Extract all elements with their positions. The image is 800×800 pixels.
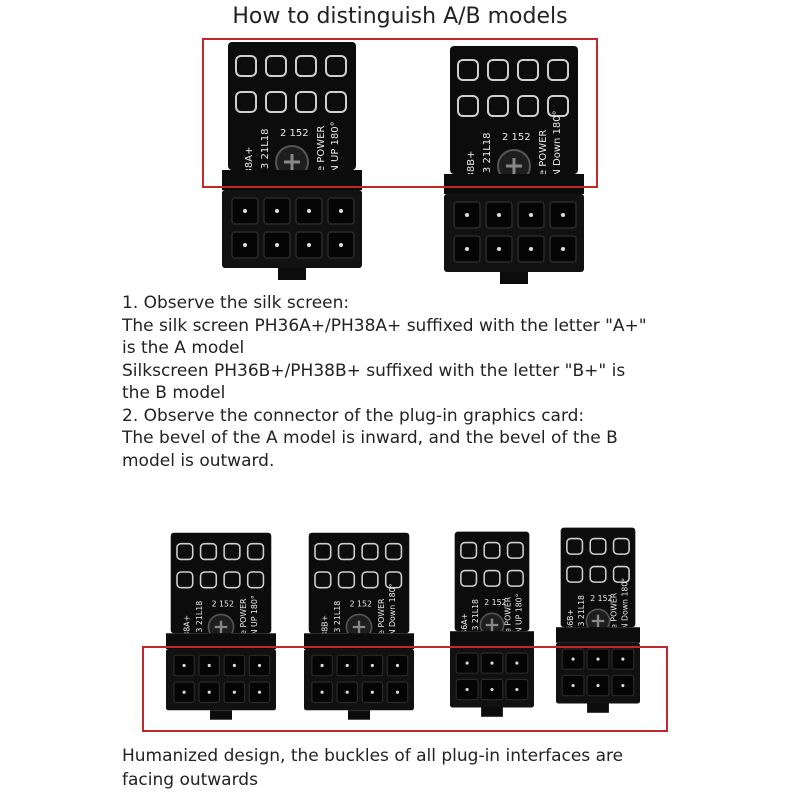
adapter-bottom-4: PH36B+ V:1.3 21L18 PCIe POWER 6PIN Down … bbox=[556, 526, 640, 716]
adapter-bottom-1: PH38A+ V:1.3 21L18 PCIe POWER 8PIN UP 18… bbox=[166, 532, 276, 722]
silk-version: V:1.3 21L18 bbox=[333, 601, 342, 648]
silk-code: 2 152 bbox=[484, 598, 506, 607]
silk-line2: 8PIN UP 180° bbox=[250, 595, 259, 647]
silk-line2: 8PIN Down 180° bbox=[388, 583, 397, 647]
instruction-line: The silk screen PH36A+/PH38A+ suffixed w… bbox=[122, 315, 647, 336]
silk-version: V:1.3 21L18 bbox=[482, 133, 493, 193]
silk-line2: 8PIN UP 180° bbox=[330, 121, 341, 188]
silk-version: V:1.3 21L18 bbox=[260, 129, 271, 189]
silk-line1: PCIe POWER bbox=[239, 598, 248, 647]
silk-code: 2 152 bbox=[280, 128, 309, 139]
silk-line1: PCIe POWER bbox=[538, 130, 549, 192]
silk-version: V:1.3 21L18 bbox=[195, 601, 204, 648]
silk-model: PH38A+ bbox=[244, 147, 255, 189]
silk-line2: 8PIN Down 180° bbox=[552, 110, 563, 192]
silk-version: V:1.3 21L18 bbox=[577, 595, 586, 641]
footer-note-line: facing outwards bbox=[122, 770, 258, 790]
silk-code: 2 152 bbox=[502, 132, 531, 143]
footer-note-line: Humanized design, the buckles of all plu… bbox=[122, 746, 624, 766]
adapter-bottom-3: PH36A+ V:1.3 21L18 PCIe POWER 6PIN UP 18… bbox=[450, 530, 534, 720]
instructions-text: 1. Observe the silk screen: The silk scr… bbox=[122, 292, 722, 472]
silk-model: PH38B+ bbox=[466, 150, 477, 192]
adapter-top-a: PH38A+ V:1.3 21L18 PCIe POWER 8PIN UP 18… bbox=[222, 42, 362, 282]
instruction-line: model is outward. bbox=[122, 450, 275, 471]
silk-line1: PCIe POWER bbox=[377, 598, 386, 647]
instruction-line: 2. Observe the connector of the plug-in … bbox=[122, 405, 585, 426]
instruction-line: Silkscreen PH36B+/PH38B+ suffixed with t… bbox=[122, 360, 626, 381]
adapter-top-b: PH38B+ V:1.3 21L18 PCIe POWER 8PIN Down … bbox=[444, 46, 584, 286]
silk-code: 2 152 bbox=[590, 594, 612, 603]
instruction-line: the B model bbox=[122, 383, 226, 403]
silk-version: V:1.3 21L18 bbox=[471, 599, 480, 645]
silk-line1: PCIe POWER bbox=[610, 592, 619, 641]
silk-line2: 6PIN UP 180° bbox=[515, 593, 524, 645]
silk-line1: PCIe POWER bbox=[316, 126, 327, 188]
silk-model: PH36B+ bbox=[566, 609, 575, 641]
instruction-line: is the A model bbox=[122, 338, 245, 358]
silk-line1: PCIe POWER bbox=[504, 596, 513, 645]
silk-line2: 6PIN Down 180° bbox=[621, 578, 630, 641]
silk-model: PH36A+ bbox=[460, 613, 469, 645]
silk-code: 2 152 bbox=[350, 600, 372, 609]
silk-code: 2 152 bbox=[212, 600, 234, 609]
page-title: How to distinguish A/B models bbox=[232, 4, 568, 29]
instruction-line: The bevel of the A model is inward, and … bbox=[122, 428, 618, 448]
adapter-bottom-2: PH38B+ V:1.3 21L18 PCIe POWER 8PIN Down … bbox=[304, 532, 414, 722]
footer-note: Humanized design, the buckles of all plu… bbox=[122, 744, 742, 792]
silk-model: PH38A+ bbox=[183, 615, 192, 648]
instruction-line: 1. Observe the silk screen: bbox=[122, 293, 350, 313]
silk-model: PH38B+ bbox=[321, 615, 330, 648]
